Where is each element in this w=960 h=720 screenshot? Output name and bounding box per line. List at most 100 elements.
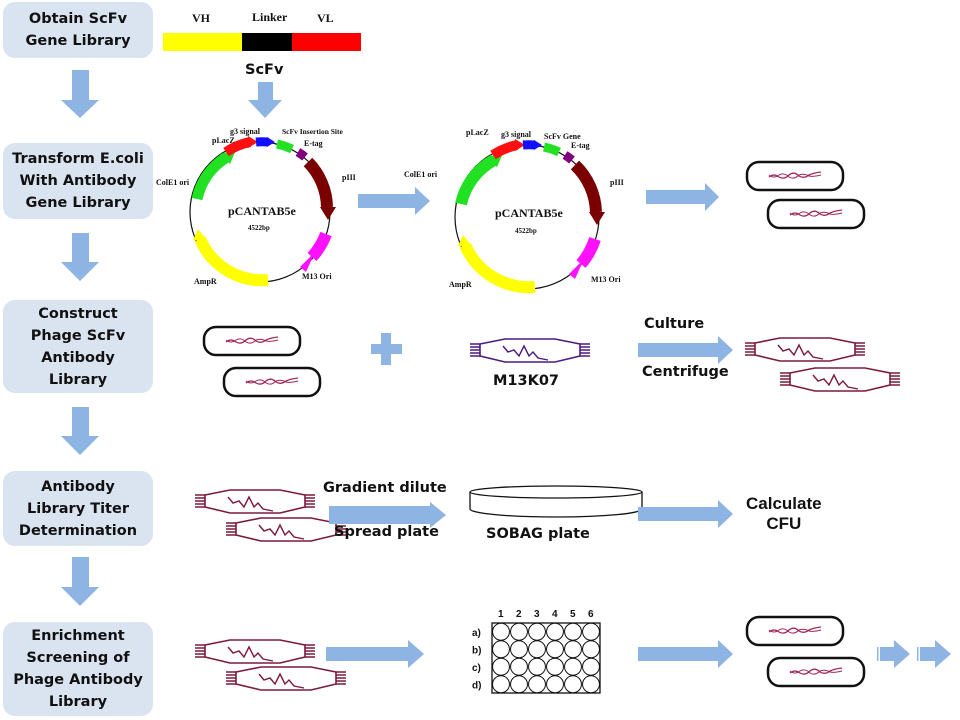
- phage-particle: [194, 639, 316, 664]
- down-arrow-2: [61, 233, 99, 281]
- centrifuge-label: Centrifuge: [642, 364, 729, 380]
- vh-segment: [163, 33, 242, 51]
- right-arrow-repeat-2: [920, 640, 951, 668]
- right-arrow-transform: [646, 183, 719, 211]
- step-transform-ecoli: Transform E.coli With Antibody Gene Libr…: [3, 143, 153, 219]
- right-arrow-plasmid: [358, 187, 430, 215]
- plate-well: [582, 657, 600, 676]
- scfv-gene-bar: VH Linker VL: [163, 10, 361, 51]
- scfv-down-arrow: [248, 82, 282, 118]
- plate-column-label: 6: [588, 609, 594, 620]
- plasmid-size: 4522bp: [515, 227, 537, 235]
- plus-icon: [371, 333, 402, 365]
- plate-row-label: b): [472, 645, 481, 656]
- g3-signal-label: g3 signal: [230, 127, 261, 136]
- phage-particle: [779, 367, 901, 392]
- plate-row-label: d): [472, 680, 481, 691]
- plate-well: [528, 675, 546, 694]
- linker-segment: [242, 33, 292, 51]
- calculate-cfu-label: Calculate CFU: [746, 494, 822, 533]
- piii-label: pIII: [342, 173, 356, 182]
- plate-well: [582, 675, 600, 694]
- plate-well: [528, 657, 546, 676]
- etag-label: E-tag: [571, 141, 590, 150]
- plate-row-label: c): [472, 663, 481, 674]
- arrow-tick: [917, 647, 919, 661]
- plate-well: [546, 622, 564, 641]
- plasmid-name: pCANTAB5e: [228, 204, 296, 218]
- m13-ori-label: M13 Ori: [591, 275, 621, 284]
- ecoli-cell: [202, 325, 302, 357]
- phage-particle: [225, 517, 347, 542]
- phage-particle: [744, 337, 866, 362]
- plate-well: [582, 640, 600, 659]
- plate-well: [510, 640, 528, 659]
- plate-column-label: 3: [534, 609, 540, 620]
- placz-label: pLacZ: [212, 136, 235, 145]
- plate-well: [528, 622, 546, 641]
- helper-phage-label: M13K07: [493, 373, 560, 389]
- scfv-caption: ScFv: [245, 62, 284, 78]
- down-arrow-4: [61, 557, 99, 606]
- spread-plate-label: Spread plate: [334, 524, 439, 540]
- vh-label: VH: [192, 11, 211, 25]
- right-arrow-count: [638, 500, 733, 528]
- gradient-dilute-label: Gradient dilute: [323, 480, 447, 496]
- plate-well: [564, 640, 582, 659]
- vl-segment: [292, 33, 361, 51]
- plate-row-label: a): [472, 628, 481, 639]
- plate-well: [492, 640, 510, 659]
- etag-label: E-tag: [304, 139, 323, 148]
- insertion-site-label: ScFv Insertion Site: [282, 127, 344, 136]
- down-arrow-3: [61, 407, 99, 455]
- ecoli-cell: [222, 366, 322, 398]
- plasmid-name: pCANTAB5e: [495, 206, 563, 220]
- plate-well: [546, 640, 564, 659]
- plate-column-label: 2: [516, 609, 522, 620]
- ecoli-cell: [766, 656, 866, 688]
- phage-particle: [194, 489, 316, 514]
- step-obtain-scfv-library: Obtain ScFv Gene Library: [3, 2, 153, 58]
- placz-label: pLacZ: [466, 128, 489, 137]
- plate-well: [510, 657, 528, 676]
- down-arrow-1: [61, 70, 99, 118]
- step-enrichment-screening: Enrichment Screening of Phage Antibody L…: [3, 622, 153, 716]
- step-construct-phage-library: Construct Phage ScFv Antibody Library: [3, 300, 153, 393]
- ampr-label: AmpR: [449, 280, 472, 289]
- m13-ori-label: M13 Ori: [302, 272, 332, 281]
- step-titer-determination: Antibody Library Titer Determination: [3, 471, 153, 546]
- right-arrow-screen: [326, 640, 424, 668]
- plasmid-recombinant: pCANTAB5e 4522bp g3 signal ScFv Gene E-t…: [404, 128, 624, 294]
- scfv-gene-label: ScFv Gene: [544, 132, 581, 141]
- plate-well: [510, 622, 528, 641]
- plate-well: [492, 657, 510, 676]
- ecoli-cell: [745, 160, 845, 192]
- phage-particle: [225, 666, 347, 691]
- cole1-label: ColE1 ori: [156, 178, 190, 187]
- linker-label: Linker: [252, 10, 288, 24]
- arrow-tick: [877, 647, 879, 661]
- plate-well: [528, 640, 546, 659]
- plate-well: [492, 622, 510, 641]
- plate-well: [564, 657, 582, 676]
- g3-signal-label: g3 signal: [501, 130, 532, 139]
- plate-well: [564, 622, 582, 641]
- right-arrow-repeat-1: [880, 640, 910, 668]
- right-arrow-screen-2: [638, 640, 733, 668]
- sobag-plate-label: SOBAG plate: [486, 526, 590, 542]
- vl-label: VL: [317, 11, 334, 25]
- ecoli-cell: [745, 615, 845, 647]
- plate-well: [510, 675, 528, 694]
- right-arrow-dilute: [329, 502, 446, 528]
- plate-well: [582, 622, 600, 641]
- plate-well: [546, 657, 564, 676]
- plate-column-label: 4: [552, 609, 558, 620]
- plate-well: [564, 675, 582, 694]
- plate-well: [546, 675, 564, 694]
- plate-column-label: 5: [570, 609, 576, 620]
- right-arrow-culture: [638, 336, 733, 364]
- cole1-label: ColE1 ori: [404, 170, 438, 179]
- plasmid-size: 4522bp: [248, 224, 270, 232]
